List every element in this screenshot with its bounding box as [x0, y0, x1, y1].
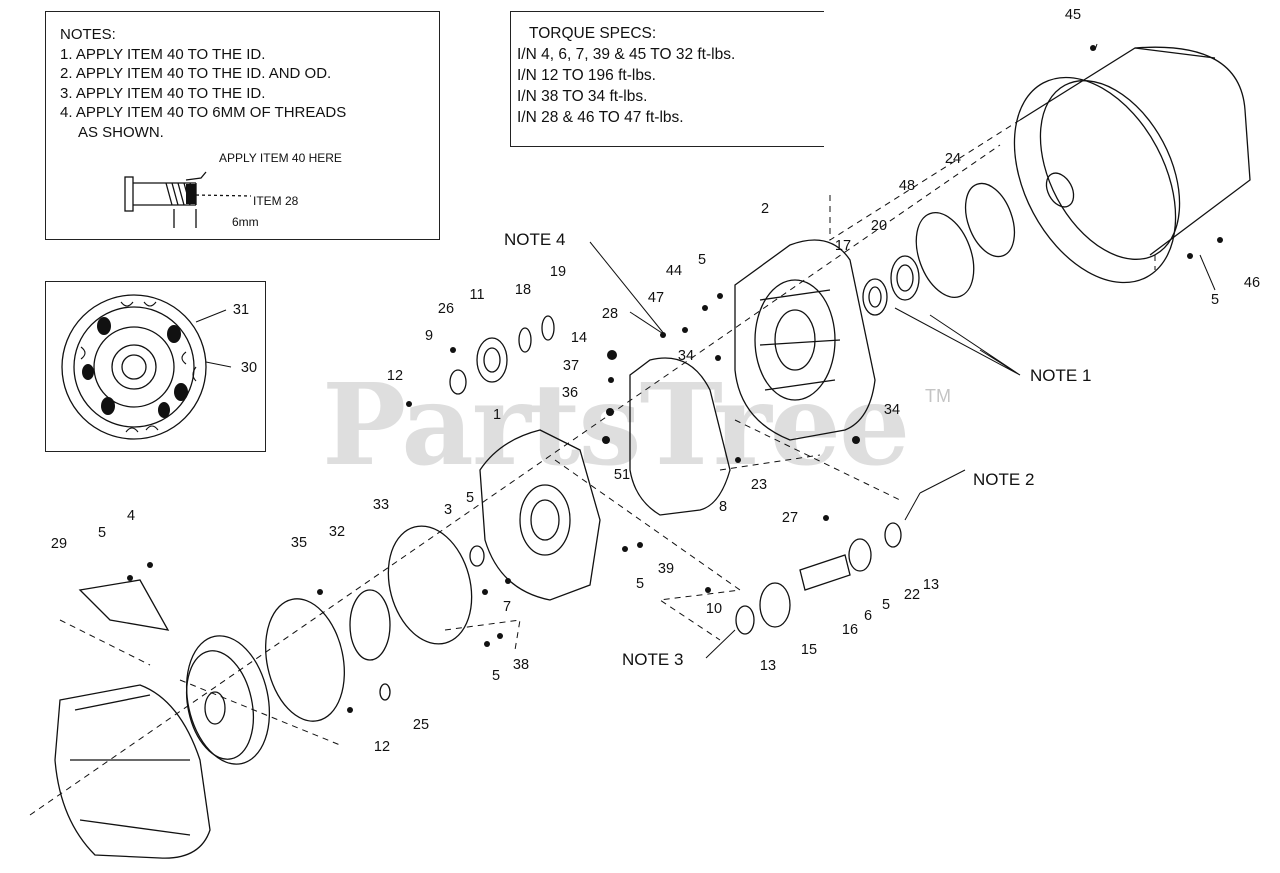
torque-spec-1: I/N 4, 6, 7, 39 & 45 TO 32 ft-lbs. [517, 46, 736, 63]
part-label-26: 26 [437, 300, 455, 317]
part-label-5c: 5 [697, 251, 707, 268]
rotor-detail-inset: 31 30 [45, 281, 266, 452]
note-2-callout: NOTE 2 [973, 470, 1035, 489]
note-4-text: 4. APPLY ITEM 40 TO 6MM OF THREADS [60, 104, 347, 121]
part-label-13b: 13 [922, 576, 940, 593]
part-label-8: 8 [718, 498, 728, 515]
part-label-9: 9 [424, 327, 434, 344]
part-label-34a: 34 [677, 347, 695, 364]
note-4-callout: NOTE 4 [504, 230, 566, 249]
part-label-12b: 12 [373, 738, 391, 755]
part-label-30: 32 [328, 523, 346, 540]
torque-spec-3: I/N 38 TO 34 ft-lbs. [517, 88, 648, 105]
part-label-7: 7 [502, 598, 512, 615]
watermark: PartsTree [322, 360, 910, 491]
part-label-48: 48 [898, 177, 916, 194]
note-4-text-cont: AS SHOWN. [78, 123, 164, 141]
part-label-31: 33 [372, 496, 390, 513]
part-label-5a: 5 [97, 524, 107, 541]
part-label-36: 36 [561, 384, 579, 401]
part-label-10: 10 [705, 600, 723, 617]
part-label-37: 37 [562, 357, 580, 374]
part-label-38: 38 [512, 656, 530, 673]
rotor-detail-drawing [61, 294, 232, 440]
part-label-17: 17 [834, 237, 852, 254]
part-label-5b: 5 [465, 489, 475, 506]
part-label-5e: 5 [635, 575, 645, 592]
detail-item-label: ITEM 28 [253, 194, 299, 208]
part-label-33: 31 [232, 301, 250, 318]
detail-apply-label: APPLY ITEM 40 HERE [219, 151, 342, 165]
part-label-45: 45 [1064, 6, 1082, 23]
part-label-3: 3 [443, 501, 453, 518]
part-label-11: 11 [469, 286, 485, 303]
part-label-20: 20 [870, 217, 888, 234]
note-3-callout: NOTE 3 [622, 650, 684, 669]
torque-spec-2: I/N 12 TO 196 ft-lbs. [517, 67, 656, 84]
part-label-19: 19 [549, 263, 567, 280]
part-label-4: 4 [126, 507, 136, 524]
part-label-51: 51 [613, 466, 631, 483]
part-label-5f: 5 [881, 596, 891, 613]
note-2-text: 2. APPLY ITEM 40 TO THE ID. AND OD. [60, 65, 332, 82]
part-label-34b: 34 [883, 401, 901, 418]
part-label-12a: 12 [386, 367, 404, 384]
part-label-1: 1 [492, 406, 502, 423]
note-1-callout: NOTE 1 [1030, 366, 1092, 385]
torque-heading: TORQUE SPECS: [529, 25, 657, 42]
part-label-16: 16 [841, 621, 859, 638]
part-label-18: 18 [514, 281, 532, 298]
note-3-text: 3. APPLY ITEM 40 TO THE ID. [60, 84, 266, 102]
part-label-6: 6 [863, 607, 873, 624]
part-label-22: 22 [903, 586, 921, 603]
part-label-35: 35 [290, 534, 308, 551]
part-label-29: 29 [50, 535, 68, 552]
part-label-5d: 5 [1210, 291, 1220, 308]
part-label-24: 24 [944, 150, 962, 167]
part-label-44: 44 [665, 262, 683, 279]
note-1-text: 1. APPLY ITEM 40 TO THE ID. [60, 45, 266, 63]
detail-dim-label: 6mm [232, 215, 259, 229]
part-label-25: 25 [412, 716, 430, 733]
watermark-trademark: TM [925, 386, 951, 406]
part-label-27: 27 [781, 509, 799, 526]
torque-specs-box: TORQUE SPECS: I/N 4, 6, 7, 39 & 45 TO 32… [510, 11, 824, 147]
part-label-28: 28 [601, 305, 619, 322]
part-label-32: 30 [240, 359, 258, 376]
part-label-47: 47 [647, 289, 665, 306]
bolt-thread-detail [124, 171, 252, 228]
part-label-15: 15 [800, 641, 818, 658]
part-label-13a: 13 [759, 657, 777, 674]
part-label-5g: 5 [491, 667, 501, 684]
part-label-14: 14 [570, 329, 588, 346]
notes-box: NOTES: 1. APPLY ITEM 40 TO THE ID. 2. AP… [45, 11, 440, 240]
part-label-23: 23 [750, 476, 768, 493]
part-label-46: 46 [1243, 274, 1261, 291]
notes-heading: NOTES: [60, 26, 116, 43]
torque-spec-4: I/N 28 & 46 TO 47 ft-lbs. [517, 109, 684, 126]
part-label-2: 2 [760, 200, 770, 217]
part-label-39: 39 [657, 560, 675, 577]
